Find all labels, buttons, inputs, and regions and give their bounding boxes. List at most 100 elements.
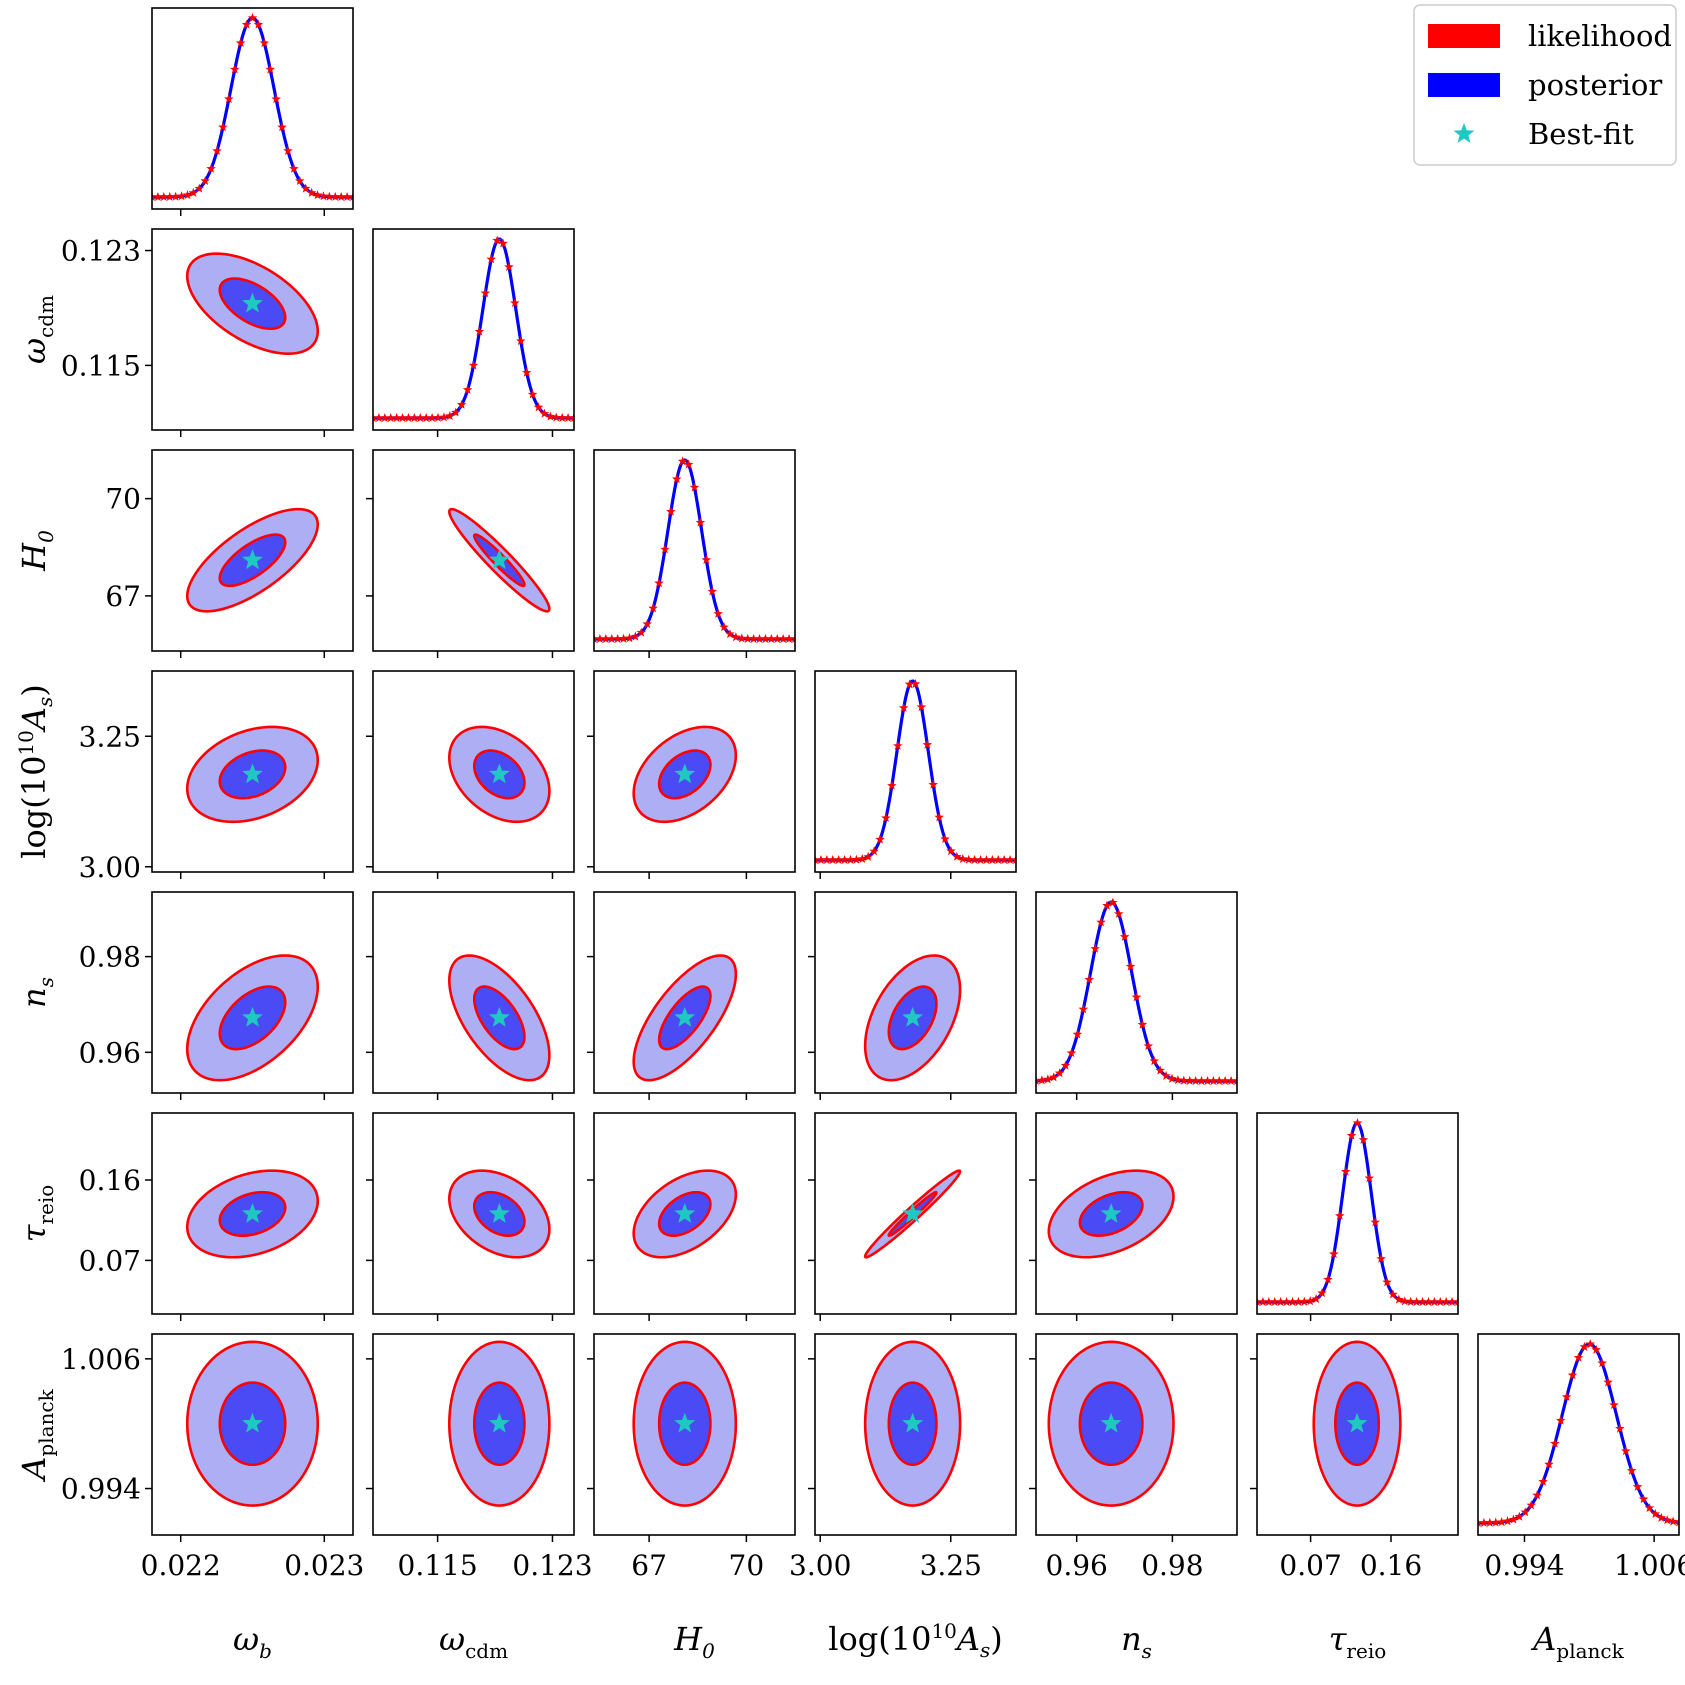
x-tick-label: 0.16 [1360,1549,1422,1582]
likelihood-point-H0 [754,633,765,644]
best-fit-star [488,763,510,784]
likelihood-point-omega_b [194,183,205,193]
likelihood-point-omega_b [176,191,187,201]
likelihood-point-A_planck [1650,1508,1661,1519]
likelihood-point-A_planck [1603,1377,1613,1387]
likelihood-68-contour [657,985,712,1051]
likelihood-point-logAs [904,679,915,689]
likelihood-95-contour [185,252,320,355]
likelihood-point-omega_b [164,191,175,201]
likelihood-point-tau_reio [1258,1297,1268,1307]
likelihood-point-omega_cdm [397,413,408,423]
likelihood-point-tau_reio [1293,1296,1304,1307]
likelihood-point-omega_cdm [373,413,378,423]
likelihood-point-H0 [701,554,712,564]
likelihood-point-omega_b [182,190,193,200]
panel-frame [593,1112,796,1315]
panel-tau_reio-vs-logAs [808,1112,1017,1321]
likelihood-point-H0 [683,459,694,469]
likelihood-point-A_planck [1609,1400,1619,1410]
likelihood-point-omega_b [224,94,234,104]
panel-frame [372,1333,575,1536]
likelihood-point-omega_cdm [474,326,485,336]
likelihood-point-omega_b [188,187,199,197]
likelihood-point-H0 [772,634,783,644]
likelihood-point-n_s [1078,1004,1089,1014]
marginal-group [1036,897,1237,1086]
likelihood-68-contour [1078,1190,1144,1237]
likelihood-point-n_s [1119,931,1130,941]
likelihood-point-tau_reio [1317,1288,1327,1298]
likelihood-point-omega_cdm [516,336,526,346]
likelihood-point-n_s [1072,1029,1083,1039]
likelihood-point-A_planck [1668,1516,1678,1526]
contour-group [185,725,320,824]
best-fit-star [902,1006,924,1027]
x-tick-label: 0.07 [1279,1549,1341,1582]
likelihood-95-contour [448,725,551,824]
likelihood-point-tau_reio [1346,1130,1357,1140]
likelihood-point-tau_reio [1257,1297,1262,1307]
likelihood-point-A_planck [1485,1517,1495,1527]
likelihood-point-tau_reio [1429,1297,1440,1307]
panel-grid: 0.1150.12367703.003.250.960.980.070.160.… [14,7,1685,1663]
best-fit-star [242,763,263,784]
panel-n_s-vs-H0 [587,891,796,1100]
best-fit-star [242,1202,263,1223]
panel-logAs-vs-omega_cdm [366,670,575,879]
likelihood-point-omega_b [330,191,341,201]
likelihood-68-contour [472,1190,526,1237]
likelihood-point-logAs [999,855,1009,865]
likelihood-point-H0 [695,517,706,527]
best-fit-star [1100,1412,1122,1433]
likelihood-95-contour [185,1340,320,1507]
best-fit-star [242,549,263,570]
contour-group [185,507,320,613]
likelihood-point-n_s [1208,1076,1219,1086]
likelihood-point-n_s [1054,1068,1065,1078]
likelihood-point-omega_b [170,191,181,201]
likelihood-point-H0 [760,634,771,644]
likelihood-point-omega_b [235,38,246,48]
contour-group [448,507,551,613]
likelihood-point-n_s [1232,1076,1237,1086]
likelihood-95-contour [1312,1340,1402,1507]
likelihood-95-contour [185,954,320,1082]
contour-group [448,954,551,1082]
likelihood-point-H0 [666,506,676,516]
contour-group [1312,1340,1402,1507]
likelihood-point-A_planck [1496,1517,1507,1527]
likelihood-point-logAs [845,854,856,864]
likelihood-68-contour [218,749,287,800]
likelihood-95-contour [632,954,738,1082]
contour-group [448,1169,551,1259]
likelihood-point-n_s [1102,900,1112,910]
panel-tau_reio-vs-tau_reio [1256,1112,1459,1321]
likelihood-point-omega_b [253,19,264,29]
likelihood-point-logAs [975,854,986,865]
likelihood-point-omega_b [218,122,228,132]
likelihood-point-H0 [606,633,617,644]
legend-swatch-posterior [1428,73,1500,97]
likelihood-point-n_s [1066,1048,1077,1058]
likelihood-point-omega_cdm [439,412,449,422]
likelihood-point-A_planck [1520,1507,1531,1517]
likelihood-point-A_planck [1567,1370,1578,1380]
likelihood-point-n_s [1167,1073,1177,1083]
x-tick-label: 0.022 [141,1549,221,1582]
panel-frame [372,891,575,1094]
likelihood-point-tau_reio [1305,1296,1315,1306]
contour-group [632,954,738,1082]
likelihood-point-omega_cdm [409,413,420,423]
likelihood-point-tau_reio [1264,1297,1274,1307]
panel-frame [151,670,354,873]
posterior-curve-omega_b [152,16,353,199]
likelihood-point-H0 [612,633,623,643]
panel-frame [372,449,575,652]
likelihood-point-tau_reio [1411,1296,1422,1307]
likelihood-point-logAs [863,851,873,861]
likelihood-point-n_s [1214,1076,1225,1086]
likelihood-point-tau_reio [1453,1297,1458,1307]
